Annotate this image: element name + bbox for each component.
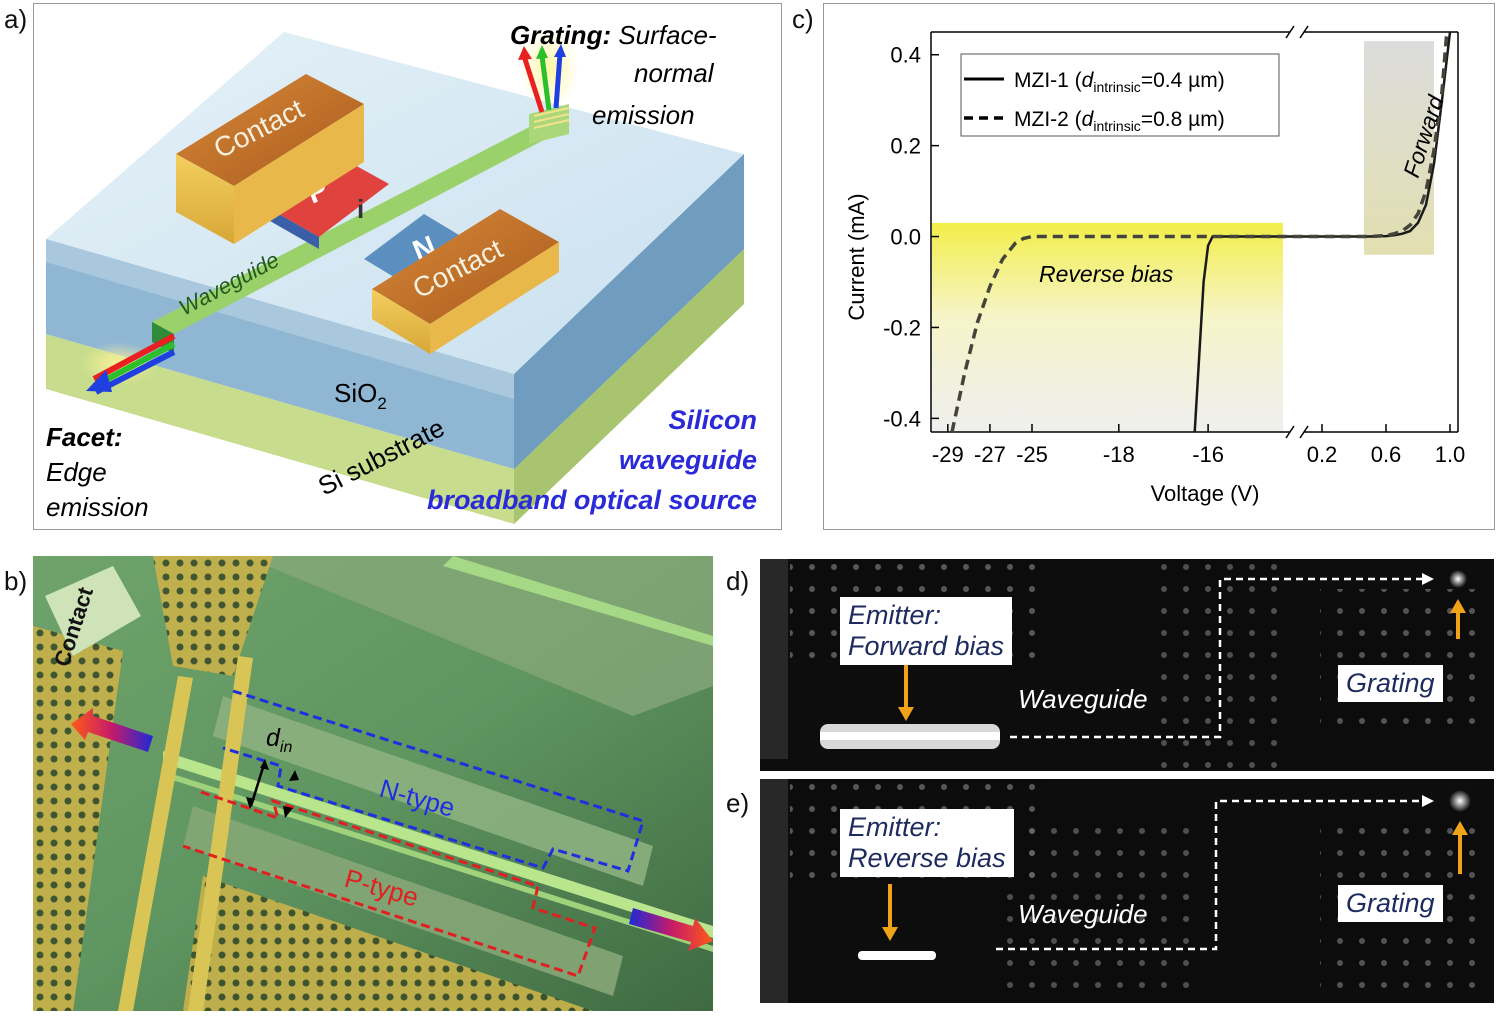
- forward-waveguide-path: [1010, 577, 1422, 739]
- reverse-bias-region: [932, 222, 1283, 432]
- edge-emission-red-arrow: [92, 333, 176, 382]
- forward-grating-spot: [1449, 570, 1467, 588]
- bottom-via-array: [183, 876, 593, 1011]
- y-tick-label-1: 0.2: [890, 134, 921, 159]
- x-tick-label-2: -25: [1016, 442, 1048, 467]
- reverse-waveguide-path: [996, 799, 1422, 951]
- p-region: [256, 149, 389, 237]
- panel-label-d: d): [726, 566, 750, 596]
- reverse-emitter-tag-line2: Reverse bias: [848, 843, 1006, 873]
- x-axis-label: Voltage (V): [1151, 481, 1260, 506]
- micrograph-right-emission-arrow: [629, 908, 713, 951]
- sio2-label: SiO2: [334, 378, 387, 413]
- intrinsic-label: i: [357, 194, 364, 224]
- legend-mzi2-label: MZI-2 (dintrinsic=0.8 µm): [1014, 108, 1225, 134]
- chart-legend: MZI-1 (dintrinsic=0.4 µm) MZI-2 (dintrin…: [960, 53, 1280, 137]
- panel-label-e: e): [726, 788, 750, 818]
- forward-emitter-tag-line2: Forward bias: [848, 631, 1005, 661]
- reverse-emitter-glow: [858, 951, 936, 960]
- device-title-line3: broadband optical source: [427, 485, 757, 515]
- x-tick-label-1: -27: [974, 442, 1006, 467]
- p-type-outline: [182, 790, 597, 978]
- grating-emission-blue-arrow: [553, 53, 563, 109]
- y-tick-label-2: 0.0: [890, 225, 921, 250]
- facet-text-line1: Edge: [46, 457, 107, 487]
- panel-label-c: c): [792, 4, 814, 34]
- d-in-arrow-top: [289, 770, 299, 781]
- reverse-emitter-tag-line1: Emitter:: [848, 812, 942, 842]
- facet-title: Facet:: [46, 422, 123, 452]
- forward-bias-region: [1364, 41, 1434, 255]
- reverse-emitter-tag: Emitter: Reverse bias: [840, 809, 1014, 877]
- contact-pad-top: [176, 74, 364, 186]
- iv-curve-chart: 0.4 0.2 0.0 -0.2 -0.4 -29 -27 -25 -18 -16 0.2 0.6 1.…: [844, 25, 1466, 506]
- series-line-mzi2: [950, 31, 1449, 433]
- reverse-waveguide-label: Waveguide: [1018, 899, 1148, 929]
- panel-label-b: b): [4, 566, 28, 596]
- grating-text-line3: emission: [592, 100, 695, 130]
- panel-b-micrograph: Contact N-type P-type din: [33, 556, 713, 1011]
- device-schematic-illustration: P i N Contact Contact Waveguide Grating:…: [46, 20, 757, 524]
- legend-box: [960, 53, 1280, 137]
- panel-a-schematic: P i N Contact Contact Waveguide Grating:…: [33, 3, 782, 530]
- y-tick-label-0: 0.4: [890, 43, 921, 68]
- forward-emitter-tag: Emitter: Forward bias: [840, 597, 1013, 665]
- legend-mzi1-label: MZI-1 (dintrinsic=0.4 µm): [1014, 69, 1225, 95]
- y-tick-label-4: -0.4: [883, 406, 921, 431]
- x-tick-label-0: -29: [932, 442, 964, 467]
- x-tick-label-7: 1.0: [1435, 442, 1466, 467]
- y-tick-label-3: -0.2: [883, 315, 921, 340]
- n-type-outline: [222, 689, 645, 873]
- panel-e-reverse-image: Emitter: Reverse bias Waveguide Grating: [760, 779, 1494, 1003]
- grating-emission-green-arrow: [539, 55, 552, 111]
- facet-text-line2: emission: [46, 492, 149, 522]
- device-title-line1: Silicon: [668, 405, 757, 435]
- x-tick-label-4: -16: [1192, 442, 1224, 467]
- grating-emission-red-arrow: [521, 55, 545, 113]
- reverse-grating-spot: [1449, 790, 1471, 812]
- panel-c-iv-chart: 0.4 0.2 0.0 -0.2 -0.4 -29 -27 -25 -18 -16 0.2 0.6 1.…: [823, 3, 1495, 530]
- x-tick-label-3: -18: [1103, 442, 1135, 467]
- forward-waveguide-label: Waveguide: [1018, 684, 1148, 714]
- d-in-arrow-bottom: [283, 806, 293, 818]
- forward-bias-emission-image: [760, 559, 1494, 771]
- d-in-label: din: [266, 724, 292, 756]
- p-type-pad: [183, 806, 623, 996]
- grating-text-line2: normal: [634, 58, 715, 88]
- waveguide-core: [152, 122, 559, 334]
- contact-pad-bottom: [372, 209, 559, 324]
- n-region: [364, 214, 474, 289]
- grating-title: Grating: Surface-: [510, 20, 717, 50]
- x-axis-break-mark: [1285, 425, 1309, 439]
- x-tick-label-5: 0.2: [1307, 442, 1338, 467]
- reverse-grating-tag: Grating: [1338, 885, 1443, 922]
- contact-pad-micrograph: [45, 566, 141, 656]
- reverse-bias-annotation: Reverse bias: [1039, 261, 1174, 287]
- top-axis-break-mark: [1285, 25, 1309, 39]
- device-title-line2: waveguide: [619, 445, 757, 475]
- x-tick-label-6: 0.6: [1371, 442, 1402, 467]
- panel-label-a: a): [4, 4, 28, 34]
- y-axis-label: Current (mA): [844, 193, 869, 320]
- forward-grating-tag: Grating: [1338, 665, 1443, 702]
- n-type-pad: [213, 696, 653, 886]
- device-micrograph: Contact N-type P-type din: [33, 556, 713, 1011]
- micrograph-left-emission-arrow: [71, 708, 153, 752]
- forward-emitter-tag-line1: Emitter:: [848, 600, 942, 630]
- panel-d-forward-image: Emitter: Forward bias Waveguide Grating: [760, 559, 1494, 771]
- waveguide-line: [163, 751, 713, 938]
